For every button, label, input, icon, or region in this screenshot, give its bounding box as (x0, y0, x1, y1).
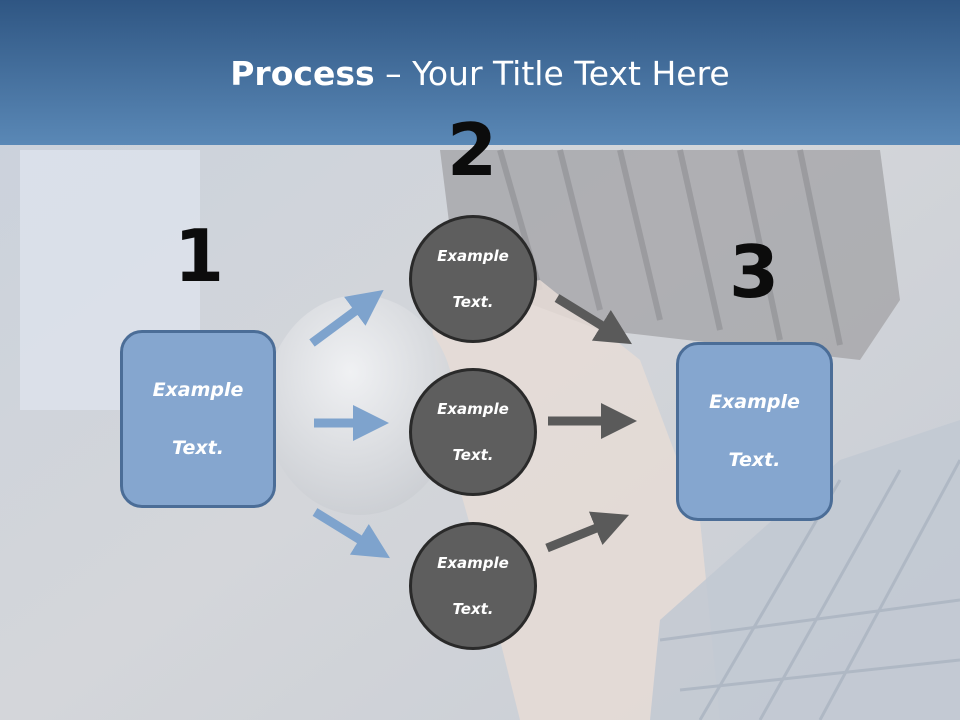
title-rest: – Your Title Text Here (374, 54, 730, 93)
arrow-left-to-bottom (312, 508, 390, 559)
slide-title: Process – Your Title Text Here (0, 52, 960, 96)
step-number-3: 3 (728, 230, 780, 314)
arrow-left-to-top (309, 289, 384, 347)
arrow-top-to-right (554, 294, 632, 345)
circle-top-line1: Example (437, 246, 509, 265)
circle-middle-line2: Text. (452, 445, 494, 464)
circle-middle-line1: Example (437, 399, 509, 418)
step-number-2: 2 (446, 108, 498, 192)
right-box-line2: Text. (728, 449, 781, 471)
step-number-1: 1 (173, 214, 225, 298)
circle-bottom-line2: Text. (452, 599, 494, 618)
left-box-line2: Text. (172, 436, 224, 459)
circle-top-line2: Text. (452, 292, 494, 311)
circle-bottom-line1: Example (437, 553, 509, 572)
title-bar (0, 0, 960, 145)
left-box-line1: Example (152, 378, 244, 401)
title-strong: Process (230, 54, 375, 93)
arrow-bottom-to-right (545, 511, 630, 553)
right-box-line1: Example (709, 391, 800, 413)
